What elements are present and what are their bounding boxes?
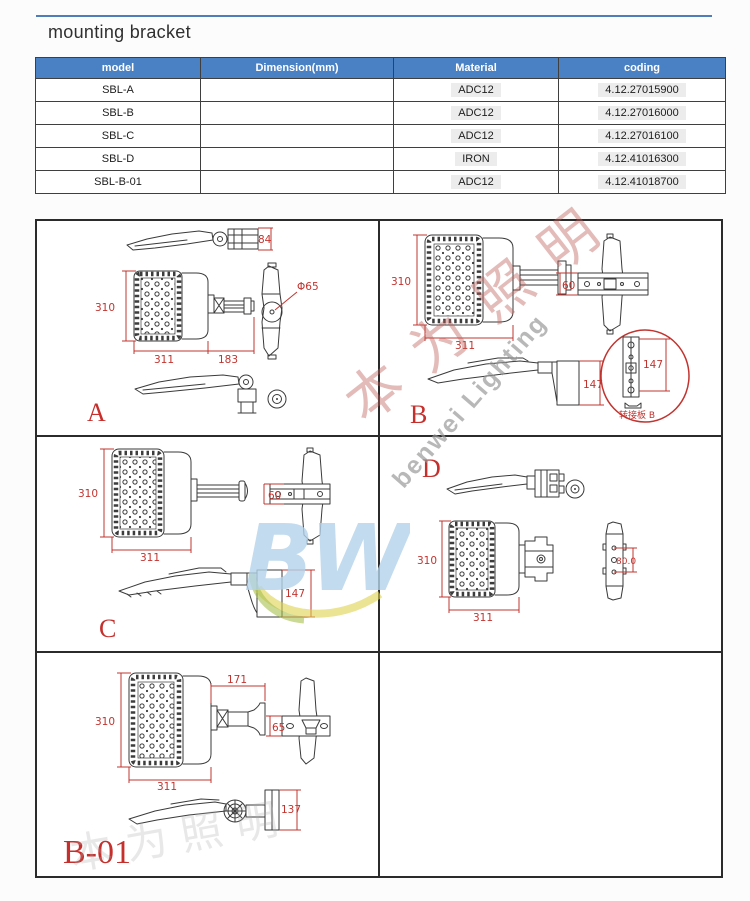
bracket-side-view: 80.0 xyxy=(602,521,637,601)
lamp-side-view-top xyxy=(446,469,585,499)
section-b01-label: B-01 xyxy=(63,834,131,871)
dim-310: 310 xyxy=(78,488,98,500)
lamp-front-view: 310 311 xyxy=(78,448,248,564)
cell-coding: 4.12.27016000 xyxy=(558,101,726,125)
table-row: SBL-B ADC12 4.12.27016000 xyxy=(35,101,726,125)
section-b-drawing: 310 311 60 147 xyxy=(391,233,690,429)
col-header-dimension: Dimension(mm) xyxy=(200,57,394,79)
lamp-side-view-top: 84 xyxy=(126,227,273,251)
cell-material: ADC12 xyxy=(393,101,559,125)
dim-84: 84 xyxy=(258,234,272,246)
cell-coding: 4.12.41018700 xyxy=(558,170,726,194)
table-row: SBL-C ADC12 4.12.27016100 xyxy=(35,124,726,148)
col-header-model: model xyxy=(35,57,201,79)
grid-horizontal-divider-2 xyxy=(37,651,721,653)
dim-147: 147 xyxy=(285,588,305,600)
bracket-side-view: 60 xyxy=(263,447,331,545)
dim-311: 311 xyxy=(157,781,177,793)
grid-vertical-divider xyxy=(378,221,380,876)
dim-60: 60 xyxy=(268,490,281,502)
bracket-side-view: 60 xyxy=(556,233,649,335)
dim-60: 60 xyxy=(562,280,575,292)
lamp-side-view-bottom xyxy=(134,374,287,414)
dim-311: 311 xyxy=(473,612,493,624)
detail-caption: 转接板 B xyxy=(619,409,655,421)
bracket-side-view: Φ65 xyxy=(261,262,319,360)
dim-147: 147 xyxy=(583,379,603,391)
lamp-front-view: 310 311 xyxy=(417,520,554,624)
grid-horizontal-divider-1 xyxy=(37,435,721,437)
dim-65: 65 xyxy=(272,722,285,734)
table-row: SBL-B-01 ADC12 4.12.41018700 xyxy=(35,170,726,194)
dim-183: 183 xyxy=(218,354,238,366)
cell-dimension xyxy=(200,101,394,125)
cell-dimension xyxy=(200,170,394,194)
cell-material: ADC12 xyxy=(393,78,559,102)
cell-coding: 4.12.41016300 xyxy=(558,147,726,171)
section-b01-drawing: 171 310 311 65 137 B-01 xyxy=(63,672,331,871)
cell-material: ADC12 xyxy=(393,124,559,148)
arm-side-view: 137 xyxy=(128,789,301,831)
cell-model: SBL-D xyxy=(35,147,201,171)
dim-311: 311 xyxy=(455,340,475,352)
cell-model: SBL-C xyxy=(35,124,201,148)
dim-171: 171 xyxy=(227,674,247,686)
col-header-coding: coding xyxy=(558,57,726,79)
drawing-panel: 84 310 311 183 Φ65 xyxy=(35,219,723,878)
dim-311: 311 xyxy=(140,552,160,564)
dim-80: 80.0 xyxy=(616,557,636,567)
dim-310: 310 xyxy=(417,555,437,567)
section-b-label: B xyxy=(410,400,427,429)
dim-phi65: Φ65 xyxy=(297,281,319,293)
section-a-label: A xyxy=(87,398,106,427)
cell-model: SBL-A xyxy=(35,78,201,102)
cell-dimension xyxy=(200,147,394,171)
cell-model: SBL-B-01 xyxy=(35,170,201,194)
cell-coding: 4.12.27015900 xyxy=(558,78,726,102)
bracket-side-view: 65 xyxy=(266,677,331,765)
table-row: SBL-A ADC12 4.12.27015900 xyxy=(35,78,726,102)
dim-137: 137 xyxy=(281,804,301,816)
arm-side-view: 147 xyxy=(118,567,315,618)
table-row: SBL-D IRON 4.12.41016300 xyxy=(35,147,726,171)
arm-side-view: 147 xyxy=(427,357,604,406)
table-header-row: model Dimension(mm) Material coding xyxy=(35,57,726,79)
spec-table: model Dimension(mm) Material coding SBL-… xyxy=(35,57,726,194)
section-d-label: D xyxy=(422,454,441,483)
dim-310: 310 xyxy=(95,302,115,314)
top-rule xyxy=(36,15,712,17)
dim-310: 310 xyxy=(391,276,411,288)
lamp-front-view: 310 311 xyxy=(391,234,572,352)
cell-coding: 4.12.27016100 xyxy=(558,124,726,148)
lamp-front-view: 310 311 183 xyxy=(95,270,255,366)
dim-310: 310 xyxy=(95,716,115,728)
section-d-drawing: D 310 311 xyxy=(417,454,637,624)
lamp-front-view: 171 310 311 xyxy=(95,672,266,793)
dim-311: 311 xyxy=(154,354,174,366)
col-header-material: Material xyxy=(393,57,559,79)
detail-dim-147: 147 xyxy=(643,359,663,371)
detail-bubble: 147 转接板 B xyxy=(600,329,690,423)
cell-model: SBL-B xyxy=(35,101,201,125)
page-title: mounting bracket xyxy=(48,22,191,42)
section-c-label: C xyxy=(99,614,116,643)
section-c-drawing: 310 311 60 147 C xyxy=(78,447,331,643)
cell-dimension xyxy=(200,78,394,102)
section-a-drawing: 84 310 311 183 Φ65 xyxy=(87,227,319,427)
cell-material: ADC12 xyxy=(393,170,559,194)
cell-material: IRON xyxy=(393,147,559,171)
cell-dimension xyxy=(200,124,394,148)
